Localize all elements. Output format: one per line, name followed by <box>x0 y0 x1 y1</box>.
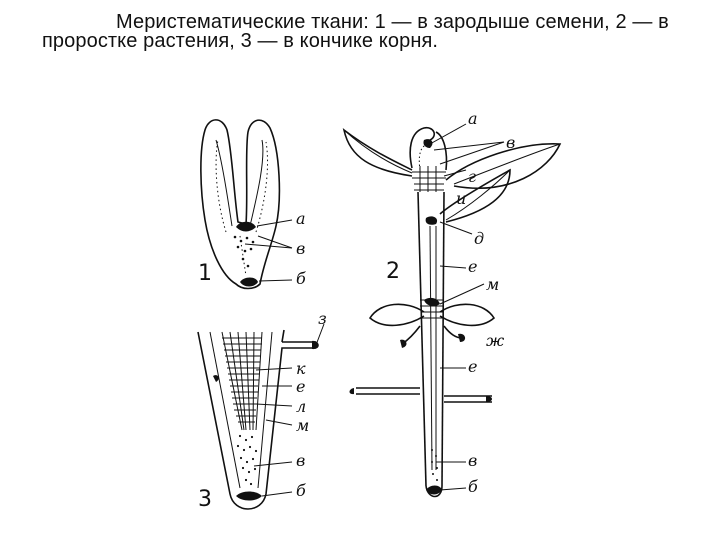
embryo-drawing <box>200 119 293 290</box>
fig3-label-b: б <box>296 481 306 500</box>
figure-caption: Меристематические ткани: 1 — в зародыше … <box>42 11 669 52</box>
fig1-label-v: в <box>296 239 305 258</box>
fig3-label-v: в <box>296 451 305 470</box>
fig2-label-i: и <box>456 189 466 208</box>
fig2-label-a: а <box>468 109 478 128</box>
fig3-label-z: з <box>318 309 327 328</box>
fig1-label-a: а <box>296 209 306 228</box>
fig2-label-g: г <box>468 167 476 186</box>
fig2-label-v: в <box>506 133 515 152</box>
fig2-label-d: д <box>474 229 484 248</box>
fig2-label-m: м <box>486 275 499 294</box>
fig2-label-v-lower: в <box>468 451 477 470</box>
fig3-label-l: л <box>296 397 306 416</box>
figure-number-1: 1 <box>198 261 212 286</box>
fig2-label-b: б <box>468 477 478 496</box>
fig3-label-m: м <box>296 416 309 435</box>
fig2-label-e-upper: е <box>468 257 477 276</box>
fig1-label-b: б <box>296 269 306 288</box>
root-tip-drawing <box>197 323 325 510</box>
figure-number-3: 3 <box>198 487 212 512</box>
fig3-label-k: к <box>296 359 306 378</box>
fig2-label-e-lower: е <box>468 357 477 376</box>
fig2-label-zh: ж <box>486 331 505 350</box>
fig3-label-e: е <box>296 377 305 396</box>
figure-number-2: 2 <box>386 259 400 284</box>
seedling-drawing <box>342 123 562 498</box>
